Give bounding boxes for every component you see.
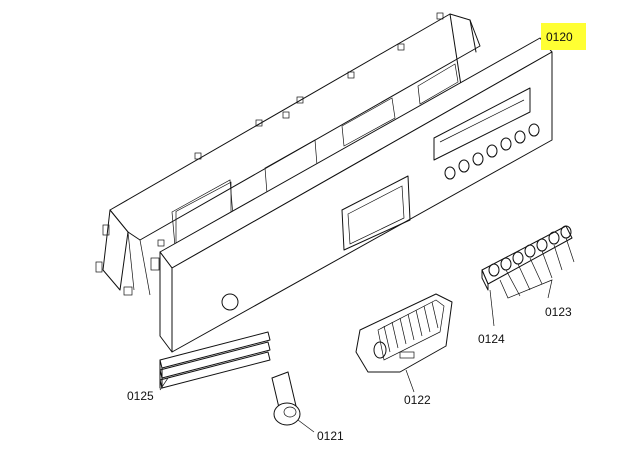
handle-ribs — [383, 301, 439, 353]
knob-part — [271, 371, 301, 426]
label-0121: 0121 — [317, 429, 344, 443]
button-strip — [481, 225, 573, 291]
label-0120: 0120 — [546, 30, 573, 44]
label-0122: 0122 — [404, 393, 431, 407]
knob-hole — [221, 293, 239, 311]
label-0123: 0123 — [545, 305, 572, 319]
label-0125: 0125 — [127, 389, 154, 403]
label-0120-highlight — [541, 23, 586, 50]
label-0124: 0124 — [478, 332, 505, 346]
leader-lines — [159, 237, 575, 433]
control-panel-front — [159, 37, 553, 353]
handle-insert — [355, 293, 453, 373]
panel-buttons — [444, 123, 540, 180]
rear-frame — [95, 12, 481, 296]
insulation-strips — [159, 331, 271, 389]
